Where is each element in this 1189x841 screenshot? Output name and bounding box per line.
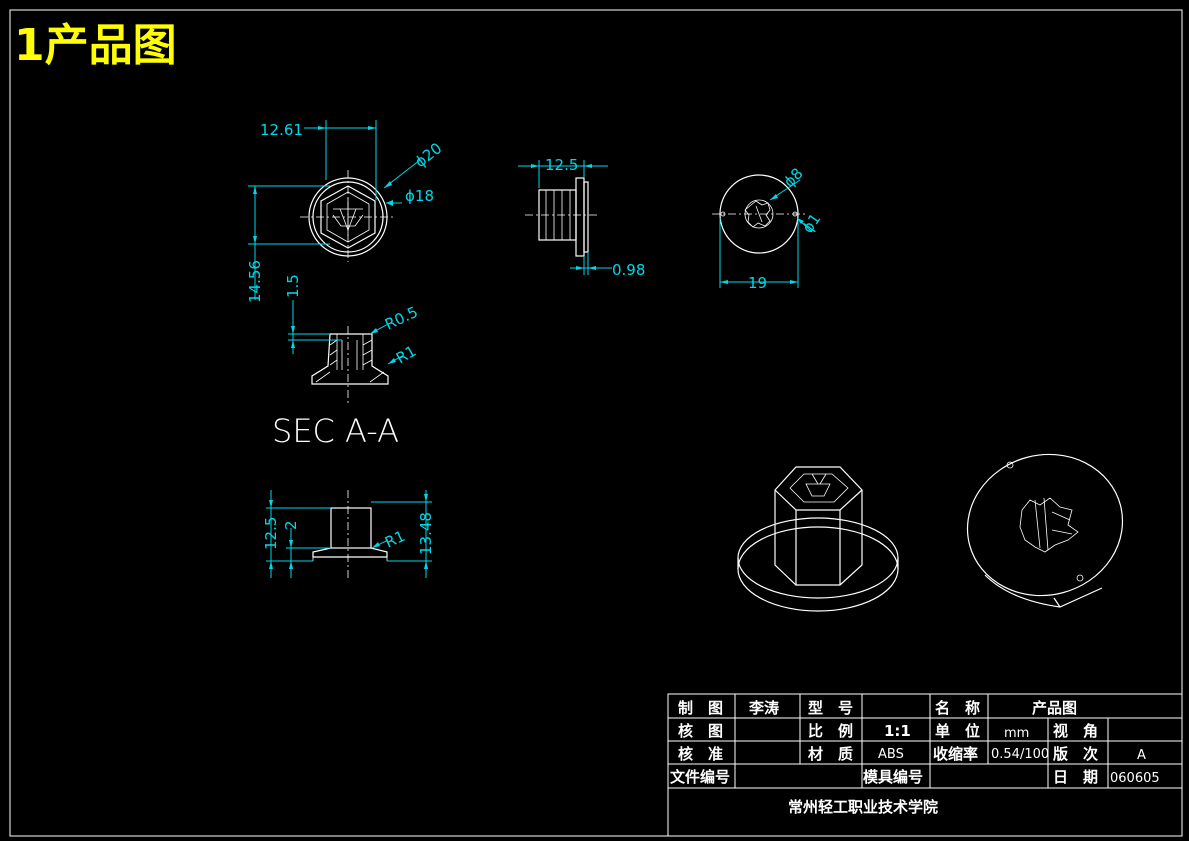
dim-sec-radius-small: R0.5 — [382, 303, 421, 334]
tb-model-label: 型 号 — [808, 699, 853, 717]
dim-front-height: 12.5 — [262, 517, 280, 550]
tb-name-label: 名 称 — [935, 699, 980, 717]
dim-bottom-width: 19 — [748, 274, 767, 292]
dim-top-width: 12.61 — [260, 121, 303, 139]
side-view: 12.5 0.98 — [518, 156, 645, 279]
dim-front-radius: R1 — [382, 527, 408, 552]
drawing-border — [9, 9, 1183, 837]
tb-name-value: 产品图 — [1032, 699, 1077, 717]
tb-scale-value: 1:1 — [884, 722, 911, 740]
tb-unit-label: 单 位 — [935, 722, 980, 740]
dim-front-total: 13.48 — [417, 512, 435, 555]
dim-sec-radius: R1 — [393, 342, 419, 368]
tb-file-label: 文件编号 — [670, 768, 730, 786]
tb-drawn-value: 李涛 — [748, 699, 779, 717]
tb-mold-label: 模具编号 — [863, 768, 923, 786]
section-view: 1.5 R0.5 R1 SEC A-A — [272, 274, 421, 450]
tb-date-label: 日 期 — [1053, 768, 1098, 786]
tb-drawn-label: 制 图 — [678, 699, 723, 717]
tb-school: 常州轻工职业技术学院 — [788, 798, 938, 816]
tb-approve-label: 核 准 — [678, 745, 723, 763]
tb-material-label: 材 质 — [808, 745, 853, 763]
tb-material-value: ABS — [878, 747, 904, 762]
dim-bottom-hole: ϕ8 — [780, 164, 806, 190]
tb-date-value: 060605 — [1110, 771, 1160, 786]
tb-version-value: A — [1137, 748, 1146, 763]
dim-top-dia-inner: ϕ18 — [405, 187, 434, 205]
dim-bottom-small: ϕ1 — [799, 210, 825, 236]
title-block: 制 图 李涛 型 号 名 称 产品图 核 图 比 例 1:1 单 位 mm 视 … — [667, 693, 1183, 837]
tb-unit-value: mm — [1004, 726, 1029, 741]
section-label: SEC A-A — [272, 412, 399, 450]
top-view: 12.61 14.56 ϕ20 ϕ18 — [246, 120, 445, 303]
tb-shrink-label: 收缩率 — [933, 745, 978, 763]
drawing-title: 1产品图 — [14, 20, 177, 71]
dim-sec-height: 1.5 — [284, 274, 302, 298]
tb-view-label: 视 角 — [1053, 722, 1098, 740]
iso-view-hex — [737, 466, 899, 612]
dim-front-step: 2 — [282, 520, 300, 530]
dim-top-dia-outer: ϕ20 — [411, 139, 445, 171]
dim-side-flange: 0.98 — [612, 261, 645, 279]
tb-version-label: 版 次 — [1053, 745, 1098, 763]
dim-side-width: 12.5 — [545, 156, 578, 174]
dim-top-height: 14.56 — [246, 260, 264, 303]
tb-check-label: 核 图 — [678, 722, 723, 740]
tb-scale-label: 比 例 — [808, 722, 853, 740]
iso-view-bottom — [966, 453, 1124, 608]
bottom-view: ϕ8 ϕ1 19 — [712, 164, 824, 292]
front-view: 12.5 2 R1 13.48 — [262, 490, 435, 580]
tb-shrink-value: 0.54/100 — [991, 747, 1049, 762]
